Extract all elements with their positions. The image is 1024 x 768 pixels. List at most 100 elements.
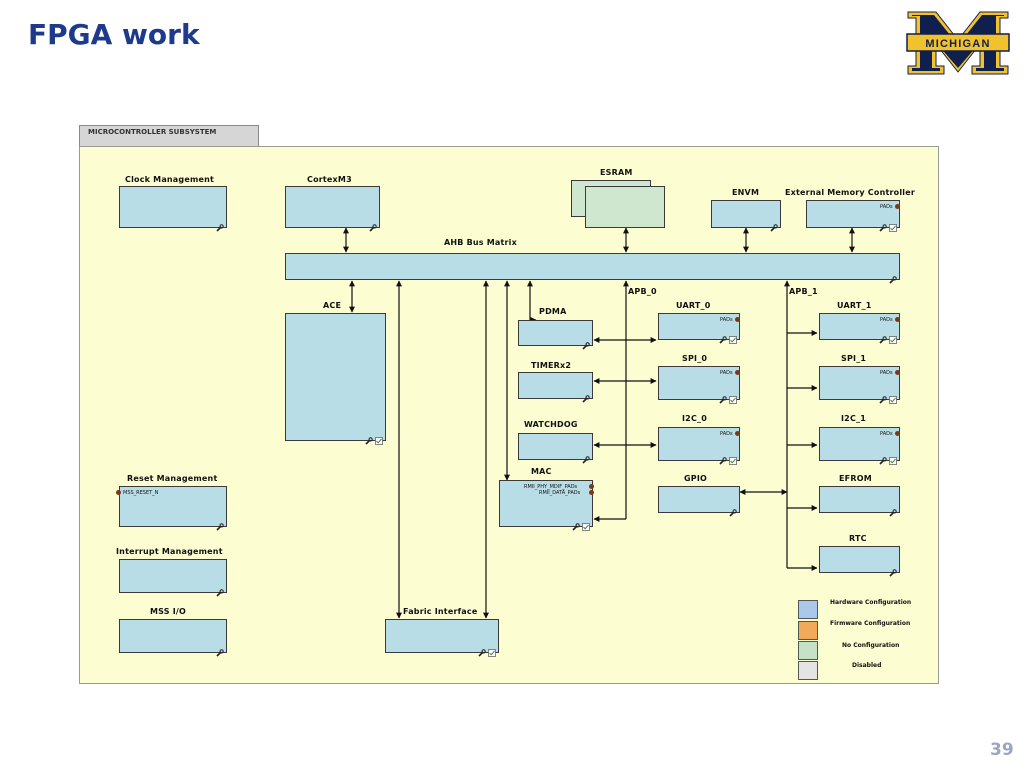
uart1-block[interactable] bbox=[819, 313, 900, 344]
uart0-pads-label: PADs bbox=[720, 317, 733, 323]
wrench-icon[interactable] bbox=[770, 217, 778, 232]
wrench-icon[interactable] bbox=[719, 329, 727, 344]
checkbox-icon[interactable] bbox=[582, 516, 590, 531]
envm-block[interactable] bbox=[711, 200, 781, 232]
uart0-label: UART_0 bbox=[676, 301, 711, 310]
spi1-pads-label: PADs bbox=[880, 370, 893, 376]
slide-title: FPGA work bbox=[28, 18, 200, 51]
watchdog-label: WATCHDOG bbox=[524, 420, 578, 429]
wrench-icon[interactable] bbox=[889, 269, 897, 284]
interrupt-management-block[interactable] bbox=[119, 559, 227, 597]
reset-label: Reset Management bbox=[127, 474, 218, 483]
i2c1-label: I2C_1 bbox=[841, 414, 866, 423]
uart0-block[interactable] bbox=[658, 313, 740, 344]
efrom-block[interactable] bbox=[819, 486, 900, 517]
ace-block[interactable] bbox=[285, 313, 386, 445]
mac-pads-label-1: RMII_PHY_MDIF_PADs bbox=[524, 484, 578, 490]
i2c0-pads-pin[interactable] bbox=[735, 431, 740, 436]
checkbox-icon[interactable] bbox=[488, 642, 496, 657]
checkbox-icon[interactable] bbox=[375, 430, 383, 445]
esram-label: ESRAM bbox=[600, 168, 633, 177]
wrench-icon[interactable] bbox=[889, 562, 897, 577]
wrench-icon[interactable] bbox=[719, 389, 727, 404]
wrench-icon[interactable] bbox=[572, 516, 580, 531]
gpio-label: GPIO bbox=[684, 474, 708, 483]
rtc-block[interactable] bbox=[819, 546, 900, 577]
emc-block[interactable] bbox=[806, 200, 900, 232]
wrench-icon[interactable] bbox=[879, 329, 887, 344]
wrench-icon[interactable] bbox=[879, 450, 887, 465]
cortexm3-block[interactable] bbox=[285, 186, 380, 232]
efrom-label: EFROM bbox=[839, 474, 872, 483]
ahb-bus-matrix-block[interactable] bbox=[285, 253, 900, 284]
interrupt-label: Interrupt Management bbox=[116, 547, 223, 556]
ace-label: ACE bbox=[323, 301, 342, 310]
spi0-pads-pin[interactable] bbox=[735, 370, 740, 375]
wrench-icon[interactable] bbox=[365, 430, 373, 445]
mac-pads-label-2: RMII_DATA_PADs bbox=[539, 490, 581, 496]
tab-label: MICROCONTROLLER SUBSYSTEM bbox=[88, 128, 217, 136]
wrench-icon[interactable] bbox=[216, 217, 224, 232]
uart1-pads-label: PADs bbox=[880, 317, 893, 323]
legend-swatch-disabled bbox=[798, 661, 818, 680]
diagram-tab[interactable]: MICROCONTROLLER SUBSYSTEM bbox=[79, 125, 259, 146]
mssio-label: MSS I/O bbox=[150, 607, 187, 616]
checkbox-icon[interactable] bbox=[889, 329, 897, 344]
timer-label: TIMERx2 bbox=[531, 361, 572, 370]
wrench-icon[interactable] bbox=[729, 502, 737, 517]
mac-pads-pin-1[interactable] bbox=[589, 484, 594, 489]
legend-label-disabled: Disabled bbox=[852, 662, 882, 669]
checkbox-icon[interactable] bbox=[889, 389, 897, 404]
pdma-label: PDMA bbox=[539, 307, 567, 316]
reset-pin-label: MSS_RESET_N bbox=[123, 490, 159, 496]
checkbox-icon[interactable] bbox=[729, 329, 737, 344]
checkbox-icon[interactable] bbox=[729, 450, 737, 465]
emc-pads-pin[interactable] bbox=[895, 204, 900, 209]
checkbox-icon[interactable] bbox=[889, 217, 897, 232]
mac-block[interactable] bbox=[499, 480, 593, 531]
uart0-pads-pin[interactable] bbox=[735, 317, 740, 322]
clock-management-block[interactable] bbox=[119, 186, 227, 232]
fabric-interface-block[interactable] bbox=[385, 619, 499, 657]
logo-text: MICHIGAN bbox=[925, 38, 990, 50]
wrench-icon[interactable] bbox=[478, 642, 486, 657]
wrench-icon[interactable] bbox=[216, 516, 224, 531]
checkbox-icon[interactable] bbox=[889, 450, 897, 465]
timer-block[interactable] bbox=[518, 372, 593, 403]
wrench-icon[interactable] bbox=[582, 335, 590, 350]
spi0-block[interactable] bbox=[658, 366, 740, 404]
wrench-icon[interactable] bbox=[582, 388, 590, 403]
wrench-icon[interactable] bbox=[369, 217, 377, 232]
spi0-label: SPI_0 bbox=[682, 354, 708, 363]
checkbox-icon[interactable] bbox=[729, 389, 737, 404]
reset-management-block[interactable] bbox=[119, 486, 227, 531]
legend-label-firmware: Firmware Configuration bbox=[830, 620, 911, 627]
legend-label-hardware: Hardware Configuration bbox=[830, 599, 912, 606]
wrench-icon[interactable] bbox=[216, 582, 224, 597]
uart1-label: UART_1 bbox=[837, 301, 872, 310]
wrench-icon[interactable] bbox=[879, 389, 887, 404]
wrench-icon[interactable] bbox=[889, 502, 897, 517]
esram-block[interactable] bbox=[585, 186, 665, 228]
ahb-label: AHB Bus Matrix bbox=[444, 238, 517, 247]
page-number: 39 bbox=[990, 740, 1014, 760]
pdma-block[interactable] bbox=[518, 320, 593, 350]
i2c1-pads-pin[interactable] bbox=[895, 431, 900, 436]
wrench-icon[interactable] bbox=[582, 449, 590, 464]
gpio-block[interactable] bbox=[658, 486, 740, 517]
spi1-pads-pin[interactable] bbox=[895, 370, 900, 375]
spi1-block[interactable] bbox=[819, 366, 900, 404]
mac-pads-pin-2[interactable] bbox=[589, 490, 594, 495]
uart1-pads-pin[interactable] bbox=[895, 317, 900, 322]
wrench-icon[interactable] bbox=[879, 217, 887, 232]
watchdog-block[interactable] bbox=[518, 433, 593, 464]
wrench-icon[interactable] bbox=[216, 642, 224, 657]
i2c0-block[interactable] bbox=[658, 427, 740, 465]
mss-io-block[interactable] bbox=[119, 619, 227, 657]
reset-pin[interactable] bbox=[116, 490, 121, 495]
spi1-label: SPI_1 bbox=[841, 354, 867, 363]
wrench-icon[interactable] bbox=[719, 450, 727, 465]
i2c1-block[interactable] bbox=[819, 427, 900, 465]
